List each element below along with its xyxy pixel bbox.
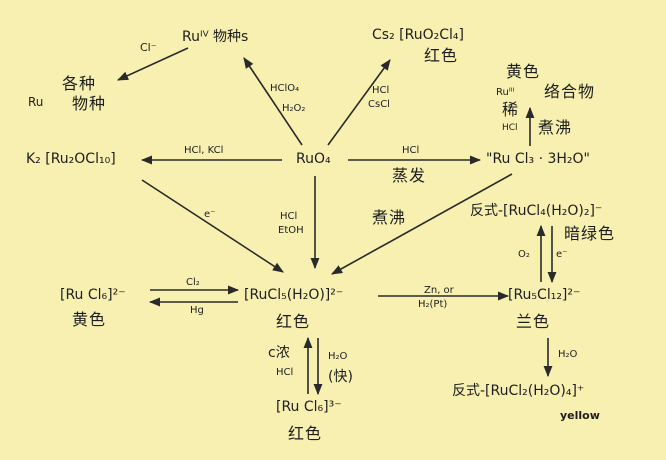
rucl5-color: 红色 [276, 312, 311, 331]
ru-species-label-2: 物种 [72, 94, 107, 113]
trans-top-color: 暗绿色 [564, 224, 616, 243]
arrow-k2-to-rucl5 [141, 179, 284, 273]
label-cl2: Cl₂ [186, 277, 200, 288]
label-hcl-right: HCl [402, 145, 420, 156]
label-h2o-fast: H₂O [328, 351, 348, 362]
label-boil-diag: 煮沸 [372, 208, 407, 227]
label-fast: (快) [328, 369, 353, 385]
label-hg: Hg [190, 305, 204, 316]
label-boil-up: 煮沸 [538, 118, 573, 137]
label-dilute: 稀 [502, 100, 520, 119]
rucl6-2: [Ru Cl₆]²⁻ [60, 287, 126, 303]
ru-iv-species: Ruᴵⱽ 物种s [182, 29, 249, 45]
label-cscl: CsCl [368, 99, 390, 110]
trans-rucl2-h2o4: 反式-[RuCl₂(H₂O)₄]⁺ [452, 383, 585, 399]
yellow-complex-color: 黄色 [506, 62, 541, 81]
label-zn-or: Zn, or [424, 285, 454, 296]
arrow-ruo4-to-ruiv [243, 57, 303, 146]
rucl3-hydrate: "Ru Cl₃ · 3H₂O" [486, 151, 590, 167]
label-hcl-up: HCl [502, 123, 518, 133]
ru-species-symbol: Ru [28, 95, 44, 109]
label-hcl-conc: HCl [276, 367, 294, 378]
ru5cl12: [Ru₅Cl₁₂]²⁻ [508, 287, 581, 303]
label-e-minus-right: e⁻ [556, 249, 568, 260]
label-evaporate: 蒸发 [392, 166, 427, 185]
label-o2: O₂ [518, 249, 530, 260]
label-hcl-down: HCl [280, 211, 298, 222]
k2-ru2ocl10: K₂ [Ru₂OCl₁₀] [26, 151, 116, 167]
rucl6-3: [Ru Cl₆]³⁻ [276, 399, 342, 415]
arrow-rucl3-to-rucl5 [331, 173, 513, 275]
label-hcl-cs: HCl [372, 85, 390, 96]
label-hclo4: HClO₄ [270, 83, 300, 94]
ru-iii-label: Ruᴵᴵᴵ [496, 87, 515, 98]
rucl6-2-color: 黄色 [72, 310, 107, 329]
yellow-complex-label: 络合物 [544, 82, 596, 101]
label-etoh-down: EtOH [278, 225, 304, 236]
arrow-ruiv-to-ru [116, 47, 189, 81]
ru5cl12-color: 兰色 [516, 312, 551, 331]
trans-rucl4-h2o2: 反式-[RuCl₄(H₂O)₂]⁻ [470, 203, 603, 219]
ru-species-label-1: 各种 [62, 74, 97, 93]
label-hcl-kcl: HCl, KCl [184, 145, 224, 156]
rucl6-3-color: 红色 [288, 424, 323, 443]
label-conc: c浓 [268, 345, 290, 361]
arrow-ruo4-to-cs2 [327, 59, 391, 146]
cs2-ruo2cl4: Cs₂ [RuO₂Cl₄] [372, 27, 464, 43]
label-h2pt: H₂(Pt) [418, 299, 448, 310]
ruo4: RuO₄ [296, 151, 331, 167]
label-h2o2: H₂O₂ [282, 103, 306, 114]
label-h2o-last: H₂O [558, 349, 578, 360]
label-cl-minus: Cl⁻ [140, 41, 157, 54]
cs2-color: 红色 [424, 46, 459, 65]
trans-bottom-color: yellow [560, 409, 600, 422]
label-e-minus-diag: e⁻ [204, 209, 216, 220]
rucl5-h2o: [RuCl₅(H₂O)]²⁻ [244, 287, 344, 303]
